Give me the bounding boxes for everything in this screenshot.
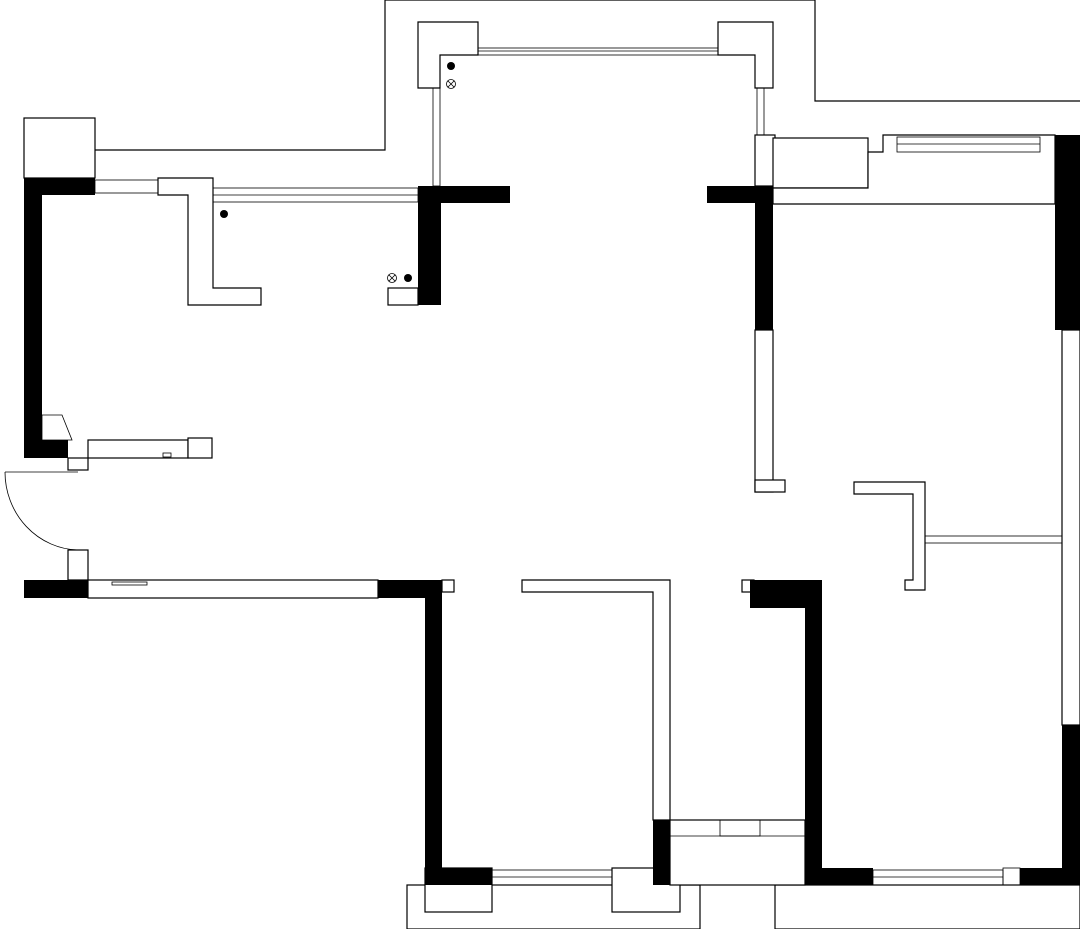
light-dot-icon <box>447 62 455 70</box>
light-dot-icon <box>404 274 412 282</box>
cross-circle-icon <box>446 79 456 89</box>
cross-circle-icon <box>387 273 397 283</box>
light-dot-icon <box>220 210 228 218</box>
entry-door <box>4 414 79 551</box>
partitions <box>67 21 1080 886</box>
structural-walls <box>24 135 1080 885</box>
fixtures <box>111 62 456 586</box>
